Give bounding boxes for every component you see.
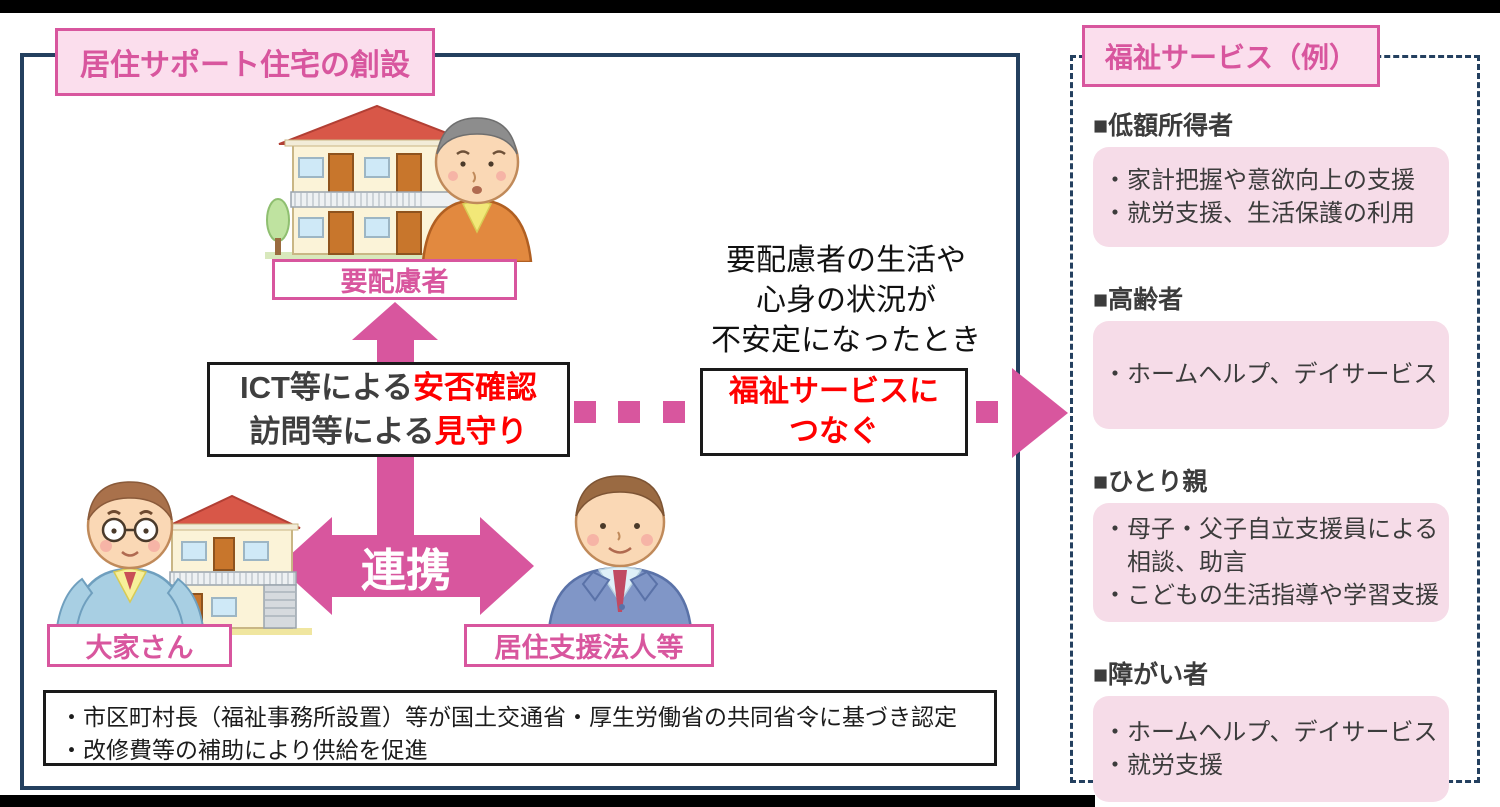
top-black-bar [0, 0, 1500, 13]
support-organization-label: 居住支援法人等 [464, 624, 714, 667]
service-section-heading: ■低額所得者 [1093, 112, 1234, 140]
main-title: 居住サポート住宅の創設 [55, 28, 435, 96]
service-items-box: ・家計把握や意欲向上の支援 ・就労支援、生活保護の利用 [1093, 147, 1449, 247]
service-section-single-parent: ■ひとり親 ・母子・父子自立支援員による 相談、助言 ・こどもの生活指導や学習支… [1093, 462, 1463, 623]
service-item: ・ホームヘルプ、デイサービス [1103, 361, 1438, 389]
ict-monitoring-box: ICT等による安否確認 訪問等による見守り [207, 362, 570, 457]
service-item: ・就労支援、生活保護の利用 [1103, 200, 1415, 227]
cooperation-label: 連携 [360, 544, 451, 596]
right-arrow-icon [1012, 368, 1068, 458]
landlord-house-illustration [54, 481, 312, 635]
dash-square [976, 401, 998, 423]
support-organization-person-illustration [547, 475, 693, 630]
service-items-box: ・ホームヘルプ、デイサービス [1093, 321, 1449, 429]
dash-square [618, 401, 640, 423]
service-section-heading: ■高齢者 [1093, 286, 1184, 314]
service-items-box: ・ホームヘルプ、デイサービス ・就労支援 [1093, 696, 1449, 803]
services-panel-title: 福祉サービス（例） [1082, 25, 1381, 87]
dash-square [663, 401, 685, 423]
bottom-black-bar [0, 795, 1095, 807]
note-line: ・改修費等の補助により供給を促進 [60, 737, 428, 764]
service-section-elderly: ■高齢者 ・ホームヘルプ、デイサービス [1093, 280, 1463, 429]
landlord-label: 大家さん [47, 624, 232, 667]
up-arrow-icon [352, 302, 438, 340]
service-items-box: ・母子・父子自立支援員による 相談、助言 ・こどもの生活指導や学習支援 [1093, 503, 1449, 623]
welfare-services-panel: ■低額所得者 ・家計把握や意欲向上の支援 ・就労支援、生活保護の利用 ■高齢者 … [1070, 55, 1480, 803]
service-item: ・母子・父子自立支援員による 相談、助言 [1103, 516, 1439, 577]
certification-notes-box: ・市区町村長（福祉事務所設置）等が国土交通省・厚生労働省の共同省令に基づき認定 … [43, 690, 997, 766]
service-item: ・家計把握や意欲向上の支援 [1103, 166, 1415, 194]
service-section-low-income: ■低額所得者 ・家計把握や意欲向上の支援 ・就労支援、生活保護の利用 [1093, 106, 1463, 247]
dash-square [574, 401, 596, 423]
ict-line-2: 訪問等による見守り [249, 413, 528, 449]
service-section-disabled: ■障がい者 ・ホームヘルプ、デイサービス ・就労支援 [1093, 655, 1463, 803]
service-section-heading: ■障がい者 [1093, 661, 1209, 690]
note-line: ・市区町村長（福祉事務所設置）等が国土交通省・厚生労働省の共同省令に基づき認定 [60, 704, 957, 730]
connect-to-services-box: 福祉サービスに つなぐ [700, 368, 968, 456]
trigger-situation-text: 要配慮者の生活や 心身の状況が 不安定になったとき [711, 244, 981, 357]
elderly-resident-house-illustration [265, 104, 533, 262]
service-item: ・ホームヘルプ、デイサービス [1103, 719, 1438, 747]
resident-label: 要配慮者 [272, 259, 517, 300]
double-arrow-icon [278, 517, 534, 615]
service-item: ・こどもの生活指導や学習支援 [1103, 582, 1439, 610]
service-item: ・就労支援 [1103, 752, 1223, 780]
ict-line-1: ICT等による安否確認 [239, 370, 537, 406]
service-section-heading: ■ひとり親 [1093, 468, 1208, 496]
